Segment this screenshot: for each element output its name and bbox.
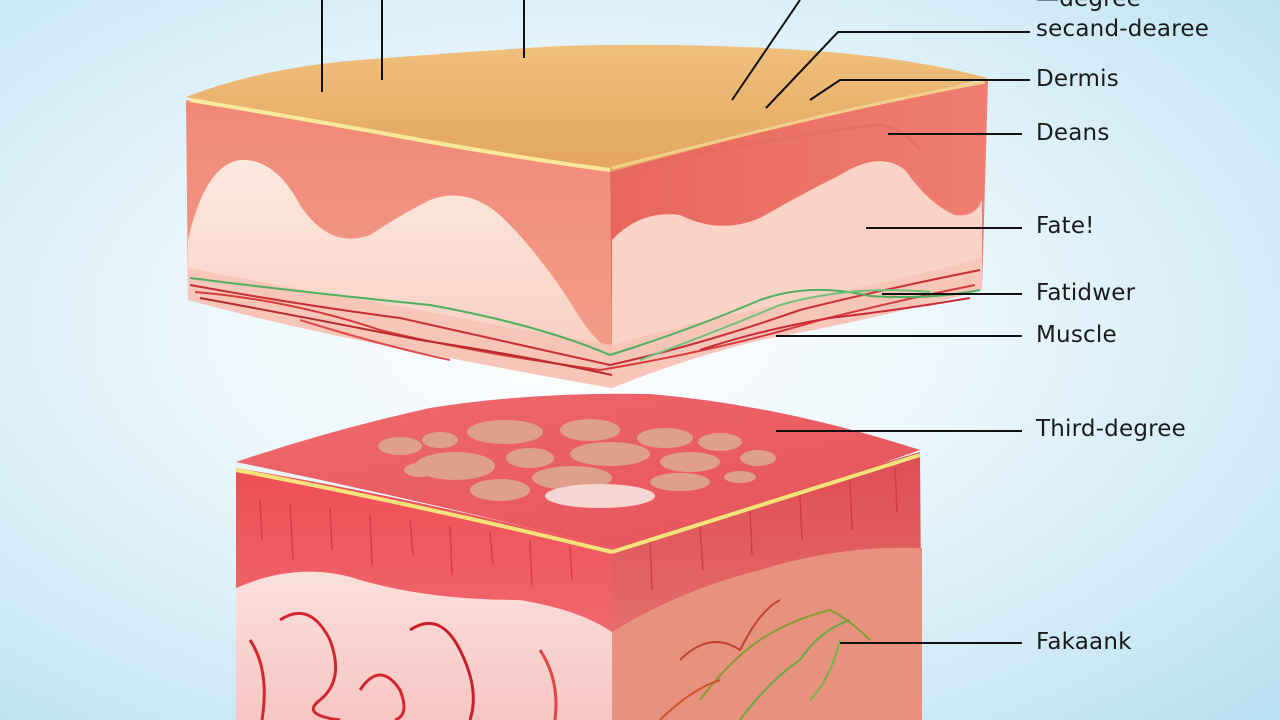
lower-front-fat — [236, 571, 612, 720]
upper-skin-block — [186, 44, 988, 388]
label-fakaank: Fakaank — [1036, 629, 1132, 655]
lower-skin-block — [235, 393, 922, 720]
lower-striations — [259, 467, 898, 591]
label-fate: Fate! — [1036, 213, 1095, 239]
upper-top-surface — [186, 44, 988, 172]
lower-vessels — [248, 611, 558, 720]
label-third-degree: Third-degree — [1036, 416, 1186, 442]
lower-side-vessels — [659, 599, 871, 720]
lower-pale-blob — [545, 484, 655, 508]
lower-yellow-line — [235, 468, 613, 554]
upper-yellow-line — [189, 98, 611, 172]
upper-vessels — [189, 269, 981, 376]
label-muscle: Muscle — [1036, 322, 1117, 348]
label-fatidwer: Fatidwer — [1036, 280, 1136, 306]
label-top-cut: —degree — [1036, 0, 1141, 12]
lower-fat-blobs — [378, 419, 776, 501]
lower-side-fat — [612, 547, 922, 720]
lower-yellow-line-side — [611, 453, 921, 554]
upper-dermis-wave — [619, 123, 922, 177]
label-deans: Deans — [1036, 120, 1110, 146]
upper-yellow-line-side — [611, 80, 986, 170]
label-dermis: Dermis — [1036, 66, 1119, 92]
label-second-degree: secand-dearee — [1036, 16, 1210, 42]
leader-lines — [321, 0, 1030, 644]
upper-vessel-band — [188, 258, 982, 388]
